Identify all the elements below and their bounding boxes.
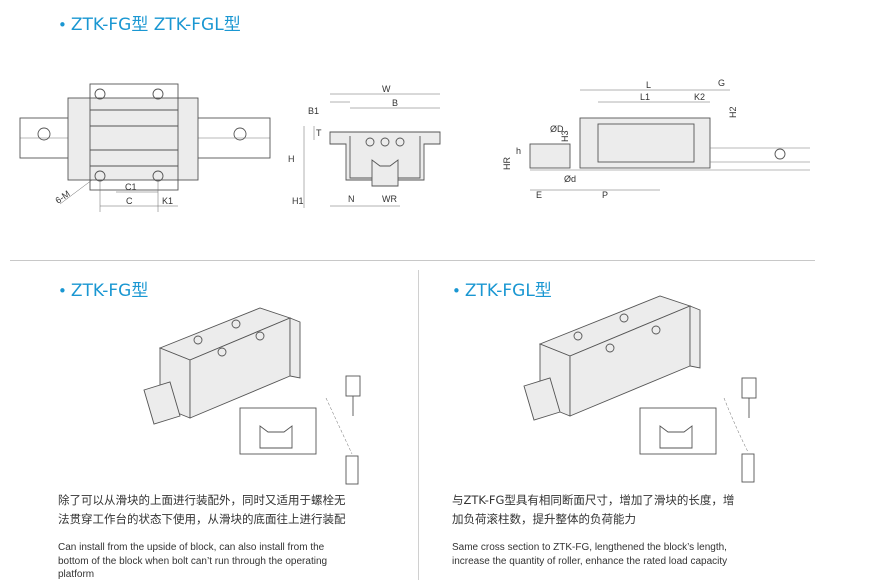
block-illustration-fgl [523,295,757,483]
left-en-line: Can install from the upside of block, ca… [58,542,325,553]
label-k2: K2 [694,92,705,102]
label-h: H [288,154,295,164]
page-title-text: ZTK-FG型 ZTK-FGL型 [70,15,241,35]
label-wr: WR [382,194,397,204]
right-cn-line: 加负荷滚柱数，提升整体的负荷能力 [452,512,636,526]
label-b1: B1 [308,106,319,116]
right-section-title: •ZTK-FGL型 [452,276,552,301]
label-h3: H3 [560,130,570,142]
label-e: E [536,190,542,200]
right-en-line: increase the quantity of roller, enhance… [452,555,728,567]
left-section-title: •ZTK-FG型 [58,276,148,301]
label-l1: L1 [640,92,650,102]
label-c1: C1 [125,182,137,192]
label-od2: Ød [564,174,576,184]
label-h2: H2 [728,106,738,118]
label-n: N [348,194,355,204]
section-divider [10,260,815,261]
right-title-text: ZTK-FGL型 [464,281,552,301]
side-view-drawing: L G L1 K2 H2 ØD H3 HR h Ød E P [502,78,810,200]
block-illustration-fg [143,307,361,485]
top-view-drawing: 6-M C1 C K1 [19,83,271,212]
cross-section-drawing: W B1 B T H H1 N WR [288,84,441,208]
bullet-icon: • [58,282,67,300]
right-cn-paragraph: 与ZTK-FG型具有相同断面尺寸，增加了滑块的长度，增 加负荷滚柱数，提升整体的… [452,491,734,529]
label-h1: H1 [292,196,304,206]
left-cn-line: 除了可以从滑块的上面进行装配外，同时又适用于螺栓无 [58,493,346,507]
bullet-icon: • [58,16,67,34]
page-title: •ZTK-FG型 ZTK-FGL型 [58,10,241,35]
left-en-paragraph: Can install from the upside of block, ca… [58,541,327,582]
label-w: W [382,84,391,94]
left-en-line: platform [58,569,95,580]
bullet-icon: • [452,282,461,300]
label-od: ØD [550,124,564,134]
label-l: L [646,80,651,90]
right-en-paragraph: Same cross section to ZTK-FG, lengthened… [452,541,727,568]
label-b: B [392,98,398,108]
label-hr: HR [502,157,512,170]
label-g: G [718,78,725,88]
label-6m: 6-M [53,189,71,206]
left-cn-line: 法贯穿工作台的状态下使用，从滑块的底面往上进行装配 [58,512,346,526]
column-divider [418,270,419,580]
label-p: P [602,190,608,200]
label-c: C [126,196,133,206]
label-k1: K1 [162,196,173,206]
label-h-small: h [516,146,521,156]
label-t: T [316,128,322,138]
left-cn-paragraph: 除了可以从滑块的上面进行装配外，同时又适用于螺栓无 法贯穿工作台的状态下使用，从… [58,491,346,529]
left-title-text: ZTK-FG型 [70,281,149,301]
left-en-line: bottom of the block when bolt can’t run … [58,555,328,567]
right-cn-line: 与ZTK-FG型具有相同断面尺寸，增加了滑块的长度，增 [452,493,735,507]
right-en-line: Same cross section to ZTK-FG, lengthened… [452,542,727,553]
